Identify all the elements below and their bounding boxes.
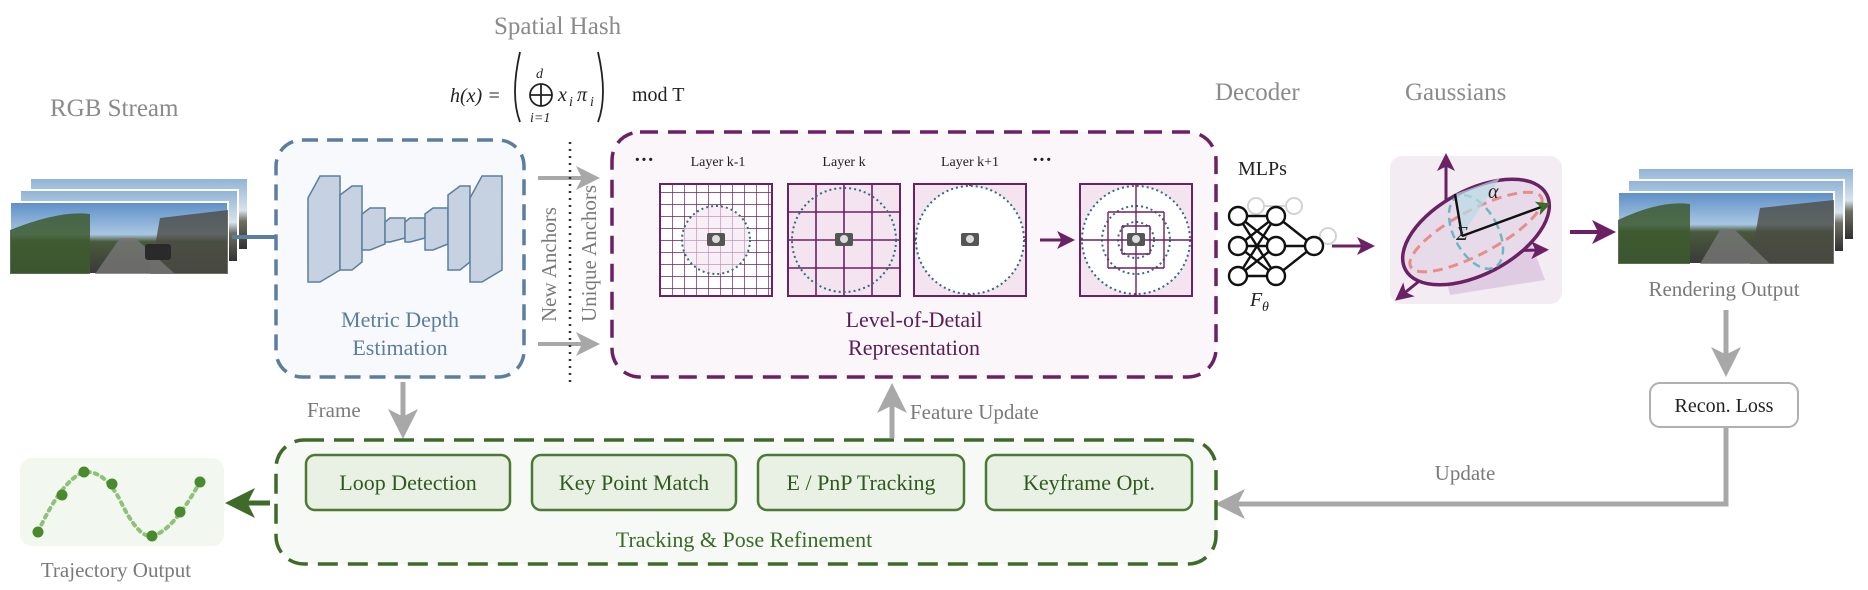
tracking-button-keyframe-opt[interactable]: Keyframe Opt.: [984, 453, 1194, 512]
grid-combined: [1079, 183, 1193, 297]
mlp-network-icon: [1227, 197, 1337, 287]
formula-pii: i: [590, 95, 594, 110]
formula-pi: π: [577, 84, 588, 106]
formula-sup: d: [536, 67, 544, 82]
update-arrow: [1215, 428, 1729, 519]
tracking-button-label: Key Point Match: [559, 470, 709, 495]
decoder-heading: Decoder: [1215, 79, 1300, 106]
layer-k-label: Layer k: [822, 155, 865, 170]
mlps-label: MLPs: [1238, 158, 1287, 180]
tracking-label: Tracking & Pose Refinement: [616, 527, 872, 552]
layer-k-minus-1-label: Layer k-1: [691, 155, 746, 170]
formula-sub: i=1: [530, 111, 550, 126]
metric-depth-label-2: Estimation: [352, 335, 447, 360]
alpha-symbol: α: [1488, 181, 1499, 203]
rendering-output-images: [1617, 167, 1855, 265]
unique-anchors-label: Unique Anchors: [577, 185, 601, 322]
tracking-button-label: E / PnP Tracking: [787, 470, 936, 495]
formula-x: x: [557, 84, 567, 106]
tracking-button-pnp-tracking[interactable]: E / PnP Tracking: [756, 453, 966, 512]
tracking-button-loop-detection[interactable]: Loop Detection: [304, 453, 512, 512]
gaussian-ellipsoid-icon: α Σ: [1395, 153, 1552, 301]
tracking-button-label: Loop Detection: [339, 470, 476, 495]
formula-xi: i: [569, 95, 573, 110]
tracking-button-label: Keyframe Opt.: [1023, 470, 1155, 495]
feature-update-label: Feature Update: [910, 400, 1039, 424]
recon-loss-label: Recon. Loss: [1675, 395, 1774, 417]
recon-loss-box: [1649, 382, 1799, 428]
tracking-button-key-point-match[interactable]: Key Point Match: [530, 453, 738, 512]
lod-ellipsis-right: ···: [1032, 149, 1052, 171]
rgb-stream-images: [9, 177, 249, 275]
hash-formula: h(x) = d i=1 x i π i mod T: [450, 51, 684, 126]
lod-label-1: Level-of-Detail: [846, 307, 983, 332]
lod-label-2: Representation: [848, 335, 980, 360]
formula-lhs: h(x) =: [450, 85, 501, 107]
trajectory-output-label: Trajectory Output: [41, 558, 191, 582]
grid-layer-k: [787, 183, 901, 297]
gaussians-heading: Gaussians: [1405, 79, 1506, 106]
new-anchors-label: New Anchors: [537, 207, 561, 322]
spatial-hash-heading: Spatial Hash: [494, 13, 622, 40]
lod-ellipsis-left: ···: [634, 149, 654, 171]
sigma-symbol: Σ: [1455, 223, 1468, 245]
layer-k-plus-1-label: Layer k+1: [941, 155, 999, 170]
grid-layer-k-minus-1: [659, 183, 773, 297]
frame-label: Frame: [307, 398, 361, 422]
f-theta-subscript: θ: [1262, 300, 1269, 315]
update-label: Update: [1435, 461, 1496, 485]
formula-mod: mod T: [632, 84, 684, 106]
rendering-output-label: Rendering Output: [1648, 277, 1799, 301]
trajectory-curve: [32, 466, 206, 542]
f-theta-label: F: [1249, 289, 1263, 311]
depth-network-icon: [307, 175, 503, 283]
grid-layer-k-plus-1: [913, 183, 1027, 297]
metric-depth-label-1: Metric Depth: [341, 307, 459, 332]
rgb-stream-heading: RGB Stream: [50, 95, 179, 122]
